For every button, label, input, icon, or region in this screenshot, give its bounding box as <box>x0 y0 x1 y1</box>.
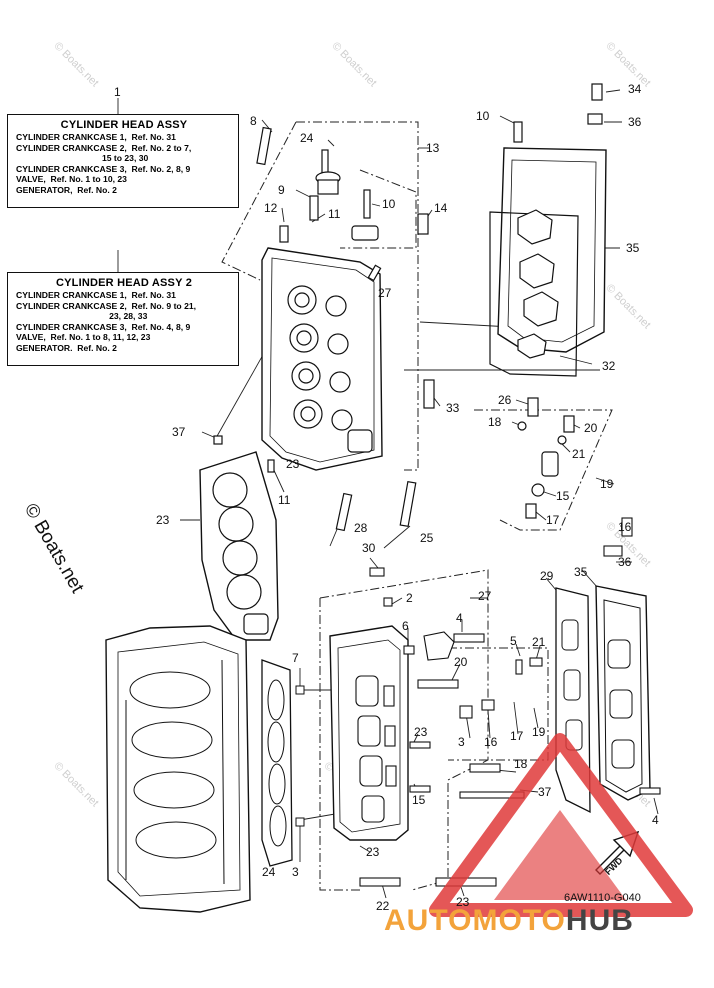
callout-12: 12 <box>264 201 278 215</box>
callout-3: 3 <box>292 865 299 879</box>
diagram-code: 6AW1110-G040 <box>564 892 641 904</box>
callout-1: 1 <box>114 85 121 99</box>
brand-logo <box>429 733 693 917</box>
cylinder-head-assy-2-box: CYLINDER HEAD ASSY 2 CYLINDER CRANKCASE … <box>7 272 239 366</box>
callout-29: 29 <box>540 569 554 583</box>
lower-gasket <box>261 659 305 867</box>
callout-37: 37 <box>538 785 552 799</box>
dashed-group-outlines <box>221 121 613 891</box>
callout-27: 27 <box>478 589 492 603</box>
box-line: CYLINDER CRANKCASE 2, Ref. No. 2 to 7, <box>16 142 192 153</box>
upper-cylinder-head <box>261 247 383 471</box>
callout-24: 24 <box>262 865 276 879</box>
callout-15: 15 <box>412 793 426 807</box>
lower-cylinder-head <box>329 567 543 887</box>
brand-wordmark: AUTOMOTOHUB <box>384 904 634 938</box>
callout-5: 5 <box>510 634 517 648</box>
callout-19: 19 <box>600 477 614 491</box>
lower-valve-cover <box>555 517 661 814</box>
callout-23: 23 <box>286 457 300 471</box>
callout-35: 35 <box>574 565 588 579</box>
callout-14: 14 <box>434 201 448 215</box>
callout-16: 16 <box>618 520 632 534</box>
callout-34: 34 <box>628 82 642 96</box>
callout-20: 20 <box>454 655 468 669</box>
brand-part-2: HUB <box>565 904 634 937</box>
callout-37: 37 <box>172 425 186 439</box>
box-line: VALVE, Ref. No. 1 to 8, 11, 12, 23 <box>16 332 151 343</box>
box-line: CYLINDER CRANKCASE 1, Ref. No. 31 <box>16 132 176 142</box>
callout-36: 36 <box>618 555 632 569</box>
box-line: 23, 28, 33 <box>16 311 148 322</box>
callout-3: 3 <box>458 735 465 749</box>
callout-13: 13 <box>426 141 440 155</box>
cylinder-head-assy-box: CYLINDER HEAD ASSY CYLINDER CRANKCASE 1,… <box>7 114 239 208</box>
callout-10: 10 <box>382 197 396 211</box>
callout-21: 21 <box>572 447 586 461</box>
callout-11: 11 <box>328 207 341 221</box>
callout-22: 22 <box>376 899 390 913</box>
box-line: 15 to 23, 30 <box>16 153 149 164</box>
callout-11: 11 <box>278 493 291 507</box>
callout-20: 20 <box>584 421 598 435</box>
brand-part-1: AUTOMOTO <box>384 904 566 937</box>
callout-17: 17 <box>510 729 524 743</box>
callout-36: 36 <box>628 115 642 129</box>
callout-7: 7 <box>292 651 299 665</box>
callout-18: 18 <box>488 415 502 429</box>
box-line: CYLINDER CRANKCASE 2, Ref. No. 9 to 21, <box>16 300 197 311</box>
callout-23: 23 <box>414 725 428 739</box>
callout-8: 8 <box>250 114 257 128</box>
cylinder-block <box>105 625 251 913</box>
box-title: CYLINDER HEAD ASSY 2 <box>55 277 193 289</box>
upper-small-parts <box>213 126 435 532</box>
box-line: VALVE, Ref. No. 1 to 10, 23 <box>16 174 127 185</box>
callout-21: 21 <box>532 635 546 649</box>
callout-6: 6 <box>402 619 409 633</box>
head-gasket <box>199 451 279 641</box>
box-line: CYLINDER CRANKCASE 3, Ref. No. 2, 8, 9 <box>16 163 191 174</box>
callout-23: 23 <box>156 513 170 527</box>
callout-28: 28 <box>354 521 368 535</box>
sensor-parts-upper <box>517 397 575 519</box>
callout-35: 35 <box>626 241 640 255</box>
callout-26: 26 <box>498 393 512 407</box>
upper-valve-cover <box>489 83 607 377</box>
callout-4: 4 <box>652 813 659 827</box>
callout-33: 33 <box>446 401 460 415</box>
callout-32: 32 <box>602 359 616 373</box>
callout-23: 23 <box>366 845 380 859</box>
box-line: CYLINDER CRANKCASE 3, Ref. No. 4, 8, 9 <box>16 321 191 332</box>
callout-23: 23 <box>456 895 470 909</box>
callout-25: 25 <box>420 531 434 545</box>
box-line: CYLINDER CRANKCASE 1, Ref. No. 31 <box>16 290 176 300</box>
callout-10: 10 <box>476 109 490 123</box>
callout-17: 17 <box>546 513 560 527</box>
callout-16: 16 <box>484 735 498 749</box>
box-line: GENERATOR, Ref. No. 2 <box>16 184 117 195</box>
callout-30: 30 <box>362 541 376 555</box>
callout-2: 2 <box>406 591 413 605</box>
callout-27: 27 <box>378 286 392 300</box>
box-title: CYLINDER HEAD ASSY <box>60 119 188 131</box>
callout-24: 24 <box>300 131 314 145</box>
callout-4: 4 <box>456 611 463 625</box>
callout-15: 15 <box>556 489 570 503</box>
box-line: GENERATOR. Ref. No. 2 <box>16 342 117 353</box>
callout-19: 19 <box>532 725 546 739</box>
callout-18: 18 <box>514 757 528 771</box>
callout-9: 9 <box>278 183 285 197</box>
